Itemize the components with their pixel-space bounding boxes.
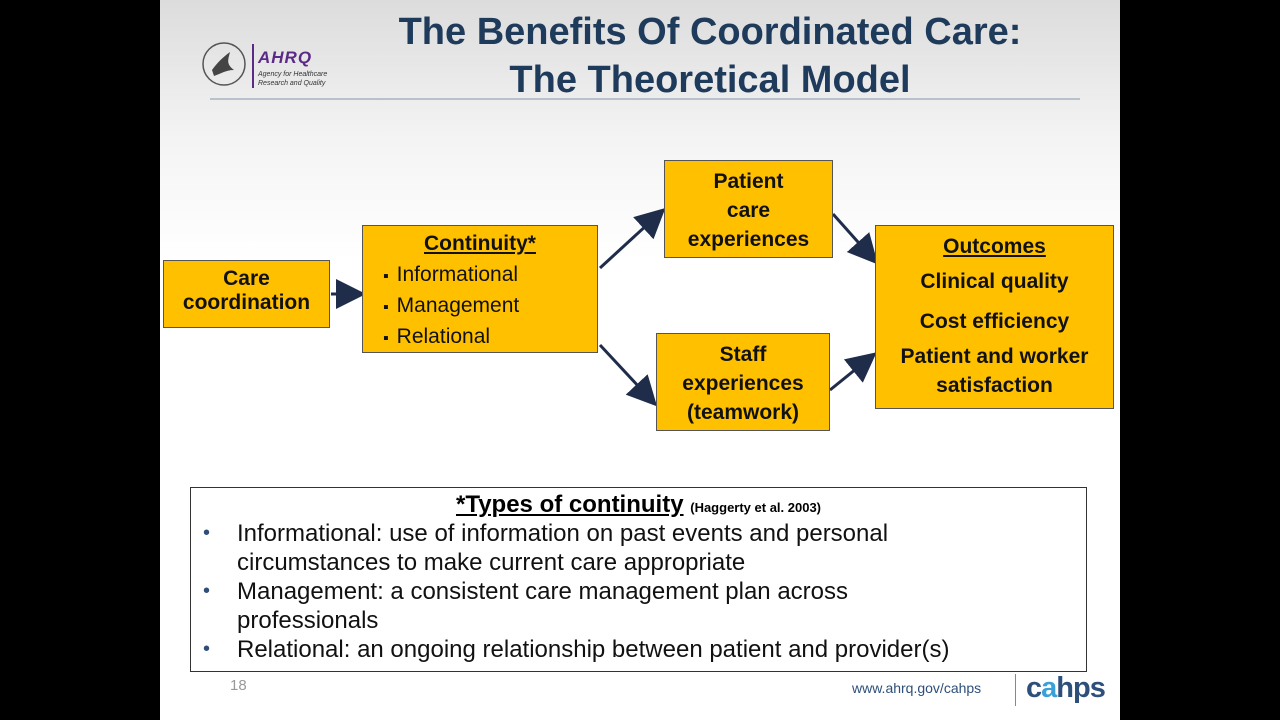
patient-care-line-2: care <box>726 199 771 222</box>
note-item: Relational: an ongoing relationship betw… <box>203 635 1086 664</box>
outcomes-title: Outcomes <box>943 235 1046 258</box>
outcome-item: satisfaction <box>936 374 1053 397</box>
continuity-item: Management <box>383 291 597 322</box>
note-item-line: Informational: use of information on pas… <box>237 520 889 547</box>
cahps-logo-hps: hps <box>1056 672 1106 704</box>
outcome-item: Cost efficiency <box>919 310 1070 333</box>
continuity-types-note: *Types of continuity (Haggerty et al. 20… <box>190 487 1087 672</box>
staff-line-1: Staff <box>719 343 767 366</box>
arrow-patient-to-outcomes <box>831 213 878 265</box>
staff-experiences-box: Staff experiences (teamwork) <box>656 333 830 431</box>
outcome-item: Patient and worker <box>900 345 1089 368</box>
title-line-2: The Theoretical Model <box>509 59 911 101</box>
outcome-item: Clinical quality <box>920 270 1069 293</box>
logo-divider <box>252 44 254 88</box>
continuity-item: Relational <box>383 322 597 353</box>
slide: AHRQ Agency for Healthcare Research and … <box>160 0 1120 720</box>
page-number: 18 <box>230 677 247 694</box>
footer-divider <box>1015 674 1016 706</box>
arrow-staff-to-outcomes <box>829 352 877 392</box>
note-item: Management: a consistent care management… <box>203 577 1086 635</box>
staff-line-3: (teamwork) <box>686 401 800 424</box>
cahps-logo: cahps <box>1026 672 1106 705</box>
notes-heading-text: *Types of continuity <box>455 491 684 518</box>
continuity-box: Continuity* Informational Management Rel… <box>362 225 598 353</box>
title-rule <box>210 98 1080 100</box>
continuity-item: Informational <box>383 260 597 291</box>
title-line-1: The Benefits Of Coordinated Care: <box>398 11 1022 53</box>
patient-care-experiences-box: Patient care experiences <box>664 160 833 258</box>
patient-care-line-3: experiences <box>687 228 810 251</box>
hhs-eagle-icon <box>202 42 246 86</box>
continuity-title: Continuity* <box>424 232 536 255</box>
note-item-line: professionals <box>237 607 379 634</box>
note-item: Informational: use of information on pas… <box>203 519 1086 577</box>
cahps-logo-c: c <box>1026 672 1042 704</box>
arrow-continuity-to-patient <box>598 207 666 270</box>
footer-url: www.ahrq.gov/cahps <box>852 680 982 696</box>
care-coordination-box: Care coordination <box>163 260 330 328</box>
logo-subtitle: Agency for Healthcare Research and Quali… <box>258 71 328 87</box>
patient-care-line-1: Patient <box>713 170 784 193</box>
staff-line-2: experiences <box>682 372 804 395</box>
outcomes-box: Outcomes Clinical quality Cost efficienc… <box>875 225 1114 409</box>
note-item-line: circumstances to make current care appro… <box>237 549 746 576</box>
cahps-logo-a: a <box>1041 672 1057 704</box>
notes-heading: *Types of continuity (Haggerty et al. 20… <box>191 491 1086 519</box>
arrow-continuity-to-staff <box>598 343 658 407</box>
care-coordination-line-1: Care <box>223 267 270 290</box>
notes-citation: (Haggerty et al. 2003) <box>690 500 822 515</box>
note-item-line: Management: a consistent care management… <box>237 578 849 605</box>
slide-title: The Benefits Of Coordinated Care: The Th… <box>350 8 1070 104</box>
care-coordination-line-2: coordination <box>182 291 311 314</box>
note-item-line: Relational: an ongoing relationship betw… <box>237 636 950 663</box>
logo-name: AHRQ <box>258 48 313 67</box>
ahrq-logo: AHRQ Agency for Healthcare Research and … <box>200 40 350 95</box>
notes-list: Informational: use of information on pas… <box>191 519 1086 664</box>
